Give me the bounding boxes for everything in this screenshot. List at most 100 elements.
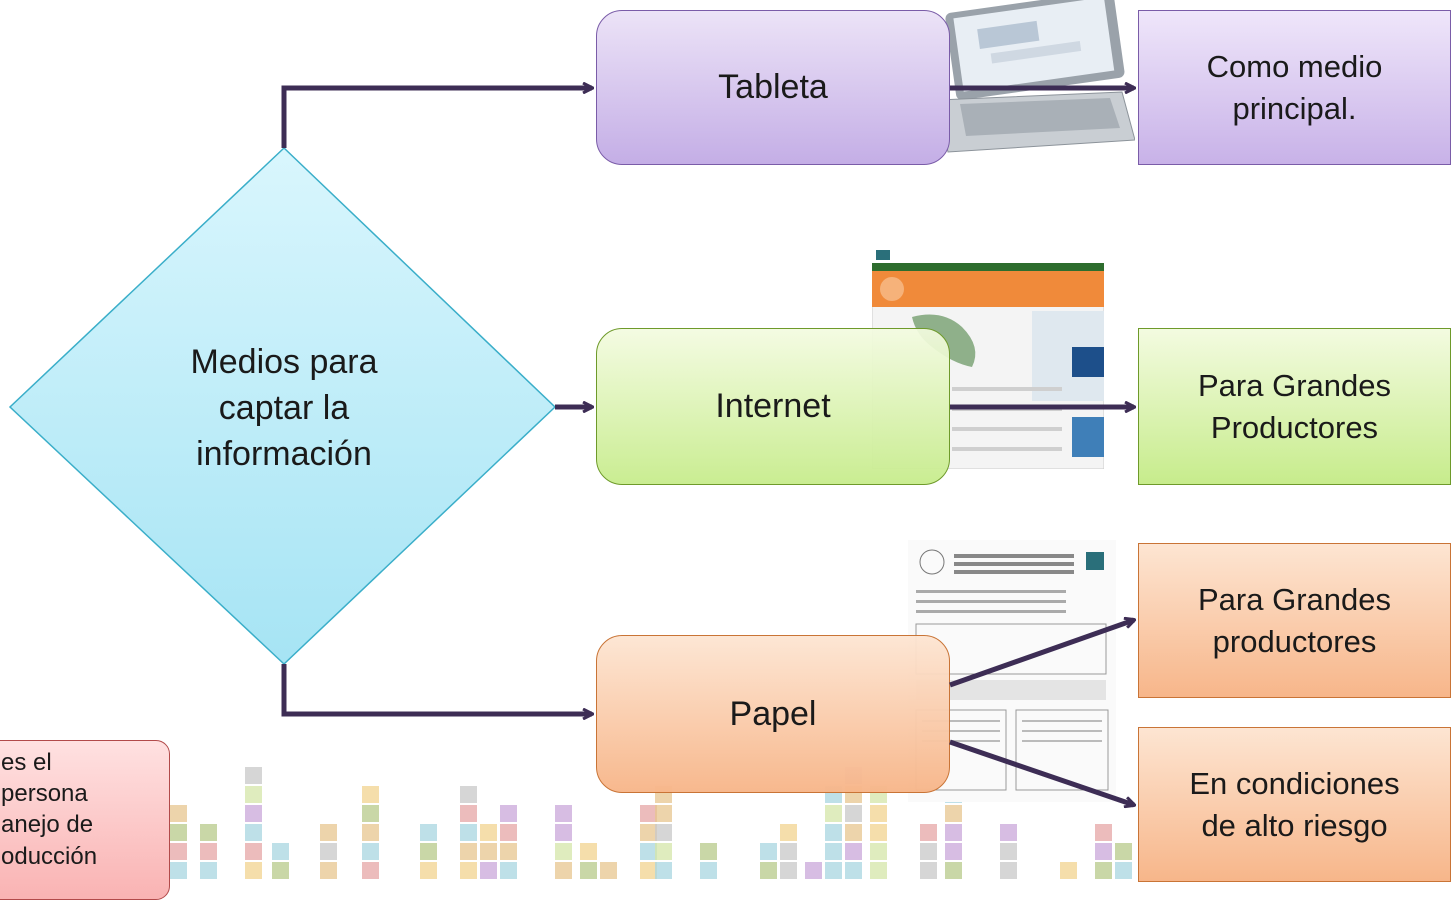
decorative-tile	[655, 843, 672, 860]
decorative-tile	[362, 824, 379, 841]
note-line: es el	[1, 749, 52, 776]
decorative-tile	[555, 843, 572, 860]
decorative-tile	[945, 862, 962, 879]
decorative-tile	[580, 862, 597, 879]
decorative-tile	[945, 843, 962, 860]
decorative-tile	[920, 843, 937, 860]
decorative-tile	[460, 824, 477, 841]
arrow-to-tableta	[281, 88, 592, 148]
decorative-tile	[245, 786, 262, 803]
decorative-tile	[245, 805, 262, 822]
decorative-tile	[845, 805, 862, 822]
arrow-papel-to-riesgo	[949, 739, 1134, 805]
decorative-tile	[200, 862, 217, 879]
partial-note-box: es el persona anejo de oducción	[0, 740, 170, 900]
decorative-tile	[460, 805, 477, 822]
outcome-label: Para Grandes productores	[1198, 581, 1391, 659]
decorative-tile	[920, 824, 937, 841]
decorative-tile	[245, 767, 262, 784]
decorative-tile	[245, 862, 262, 879]
decorative-tile	[1000, 824, 1017, 841]
decorative-tile	[640, 805, 657, 822]
decorative-tile	[245, 824, 262, 841]
decision-label: Medios para captar la información	[190, 343, 378, 473]
outcome-label: En condiciones de alto riesgo	[1189, 765, 1400, 843]
decorative-tile	[272, 843, 289, 860]
arrow-to-papel	[281, 664, 592, 714]
decorative-tile	[825, 843, 842, 860]
decorative-tile	[640, 824, 657, 841]
decorative-tile	[780, 862, 797, 879]
decorative-tile	[245, 843, 262, 860]
decorative-tile	[1095, 824, 1112, 841]
decorative-tile	[170, 824, 187, 841]
decorative-tile	[555, 824, 572, 841]
decorative-tile	[655, 805, 672, 822]
decorative-tile	[500, 805, 517, 822]
decorative-tile	[600, 862, 617, 879]
decorative-tile	[420, 862, 437, 879]
decorative-tile	[460, 862, 477, 879]
decorative-tile	[1060, 862, 1077, 879]
decorative-tile	[760, 862, 777, 879]
decorative-tile	[362, 805, 379, 822]
decorative-tile	[945, 805, 962, 822]
decorative-tile	[870, 862, 887, 879]
decorative-tile	[845, 862, 862, 879]
decorative-tile	[640, 862, 657, 879]
outcome-grandes-productores-papel: Para Grandes productores	[1138, 543, 1451, 698]
decorative-tile	[420, 824, 437, 841]
decorative-tile	[700, 843, 717, 860]
decorative-tile	[920, 862, 937, 879]
decorative-tile	[1115, 862, 1132, 879]
decorative-tile	[500, 824, 517, 841]
decorative-tile	[780, 843, 797, 860]
decorative-tile	[870, 843, 887, 860]
outcome-grandes-productores-internet: Para Grandes Productores	[1138, 328, 1451, 485]
method-internet-label: Internet	[715, 387, 831, 426]
decorative-tile	[640, 843, 657, 860]
outcome-alto-riesgo: En condiciones de alto riesgo	[1138, 727, 1451, 882]
decorative-tile	[420, 843, 437, 860]
method-tableta: Tableta	[596, 10, 950, 165]
decorative-tile	[760, 843, 777, 860]
tablet-laptop-image	[937, 0, 1135, 153]
decorative-tile	[555, 805, 572, 822]
arrow-papel-to-grandes	[949, 620, 1134, 688]
decorative-tile	[460, 843, 477, 860]
method-internet: Internet	[596, 328, 950, 485]
decorative-tile	[1000, 862, 1017, 879]
decorative-tile	[272, 862, 289, 879]
decorative-tile	[580, 843, 597, 860]
decorative-tile	[655, 862, 672, 879]
outcome-label: Para Grandes Productores	[1198, 367, 1391, 445]
decorative-tile	[362, 862, 379, 879]
decorative-tile	[362, 843, 379, 860]
outcome-label: Como medio principal.	[1206, 48, 1383, 126]
decorative-tile	[700, 862, 717, 879]
note-line: persona	[1, 780, 88, 808]
note-line: oducción	[1, 842, 98, 870]
decorative-tile	[945, 824, 962, 841]
decorative-tile	[1000, 843, 1017, 860]
decorative-tile	[870, 805, 887, 822]
decorative-tile	[1095, 862, 1112, 879]
decorative-tile	[362, 786, 379, 803]
decorative-tile	[170, 862, 187, 879]
decorative-tile	[655, 824, 672, 841]
decorative-tile	[480, 862, 497, 879]
decorative-tile	[320, 843, 337, 860]
decorative-tile	[845, 843, 862, 860]
decorative-tile	[870, 824, 887, 841]
decorative-tile	[825, 805, 842, 822]
decorative-tile	[480, 824, 497, 841]
decorative-tile	[500, 843, 517, 860]
outcome-como-medio-principal: Como medio principal.	[1138, 10, 1451, 165]
decorative-tile	[320, 862, 337, 879]
decorative-tile	[500, 862, 517, 879]
decorative-tile	[780, 824, 797, 841]
decorative-tile	[1115, 843, 1132, 860]
decorative-tile	[825, 862, 842, 879]
note-line: anejo de	[1, 811, 94, 839]
